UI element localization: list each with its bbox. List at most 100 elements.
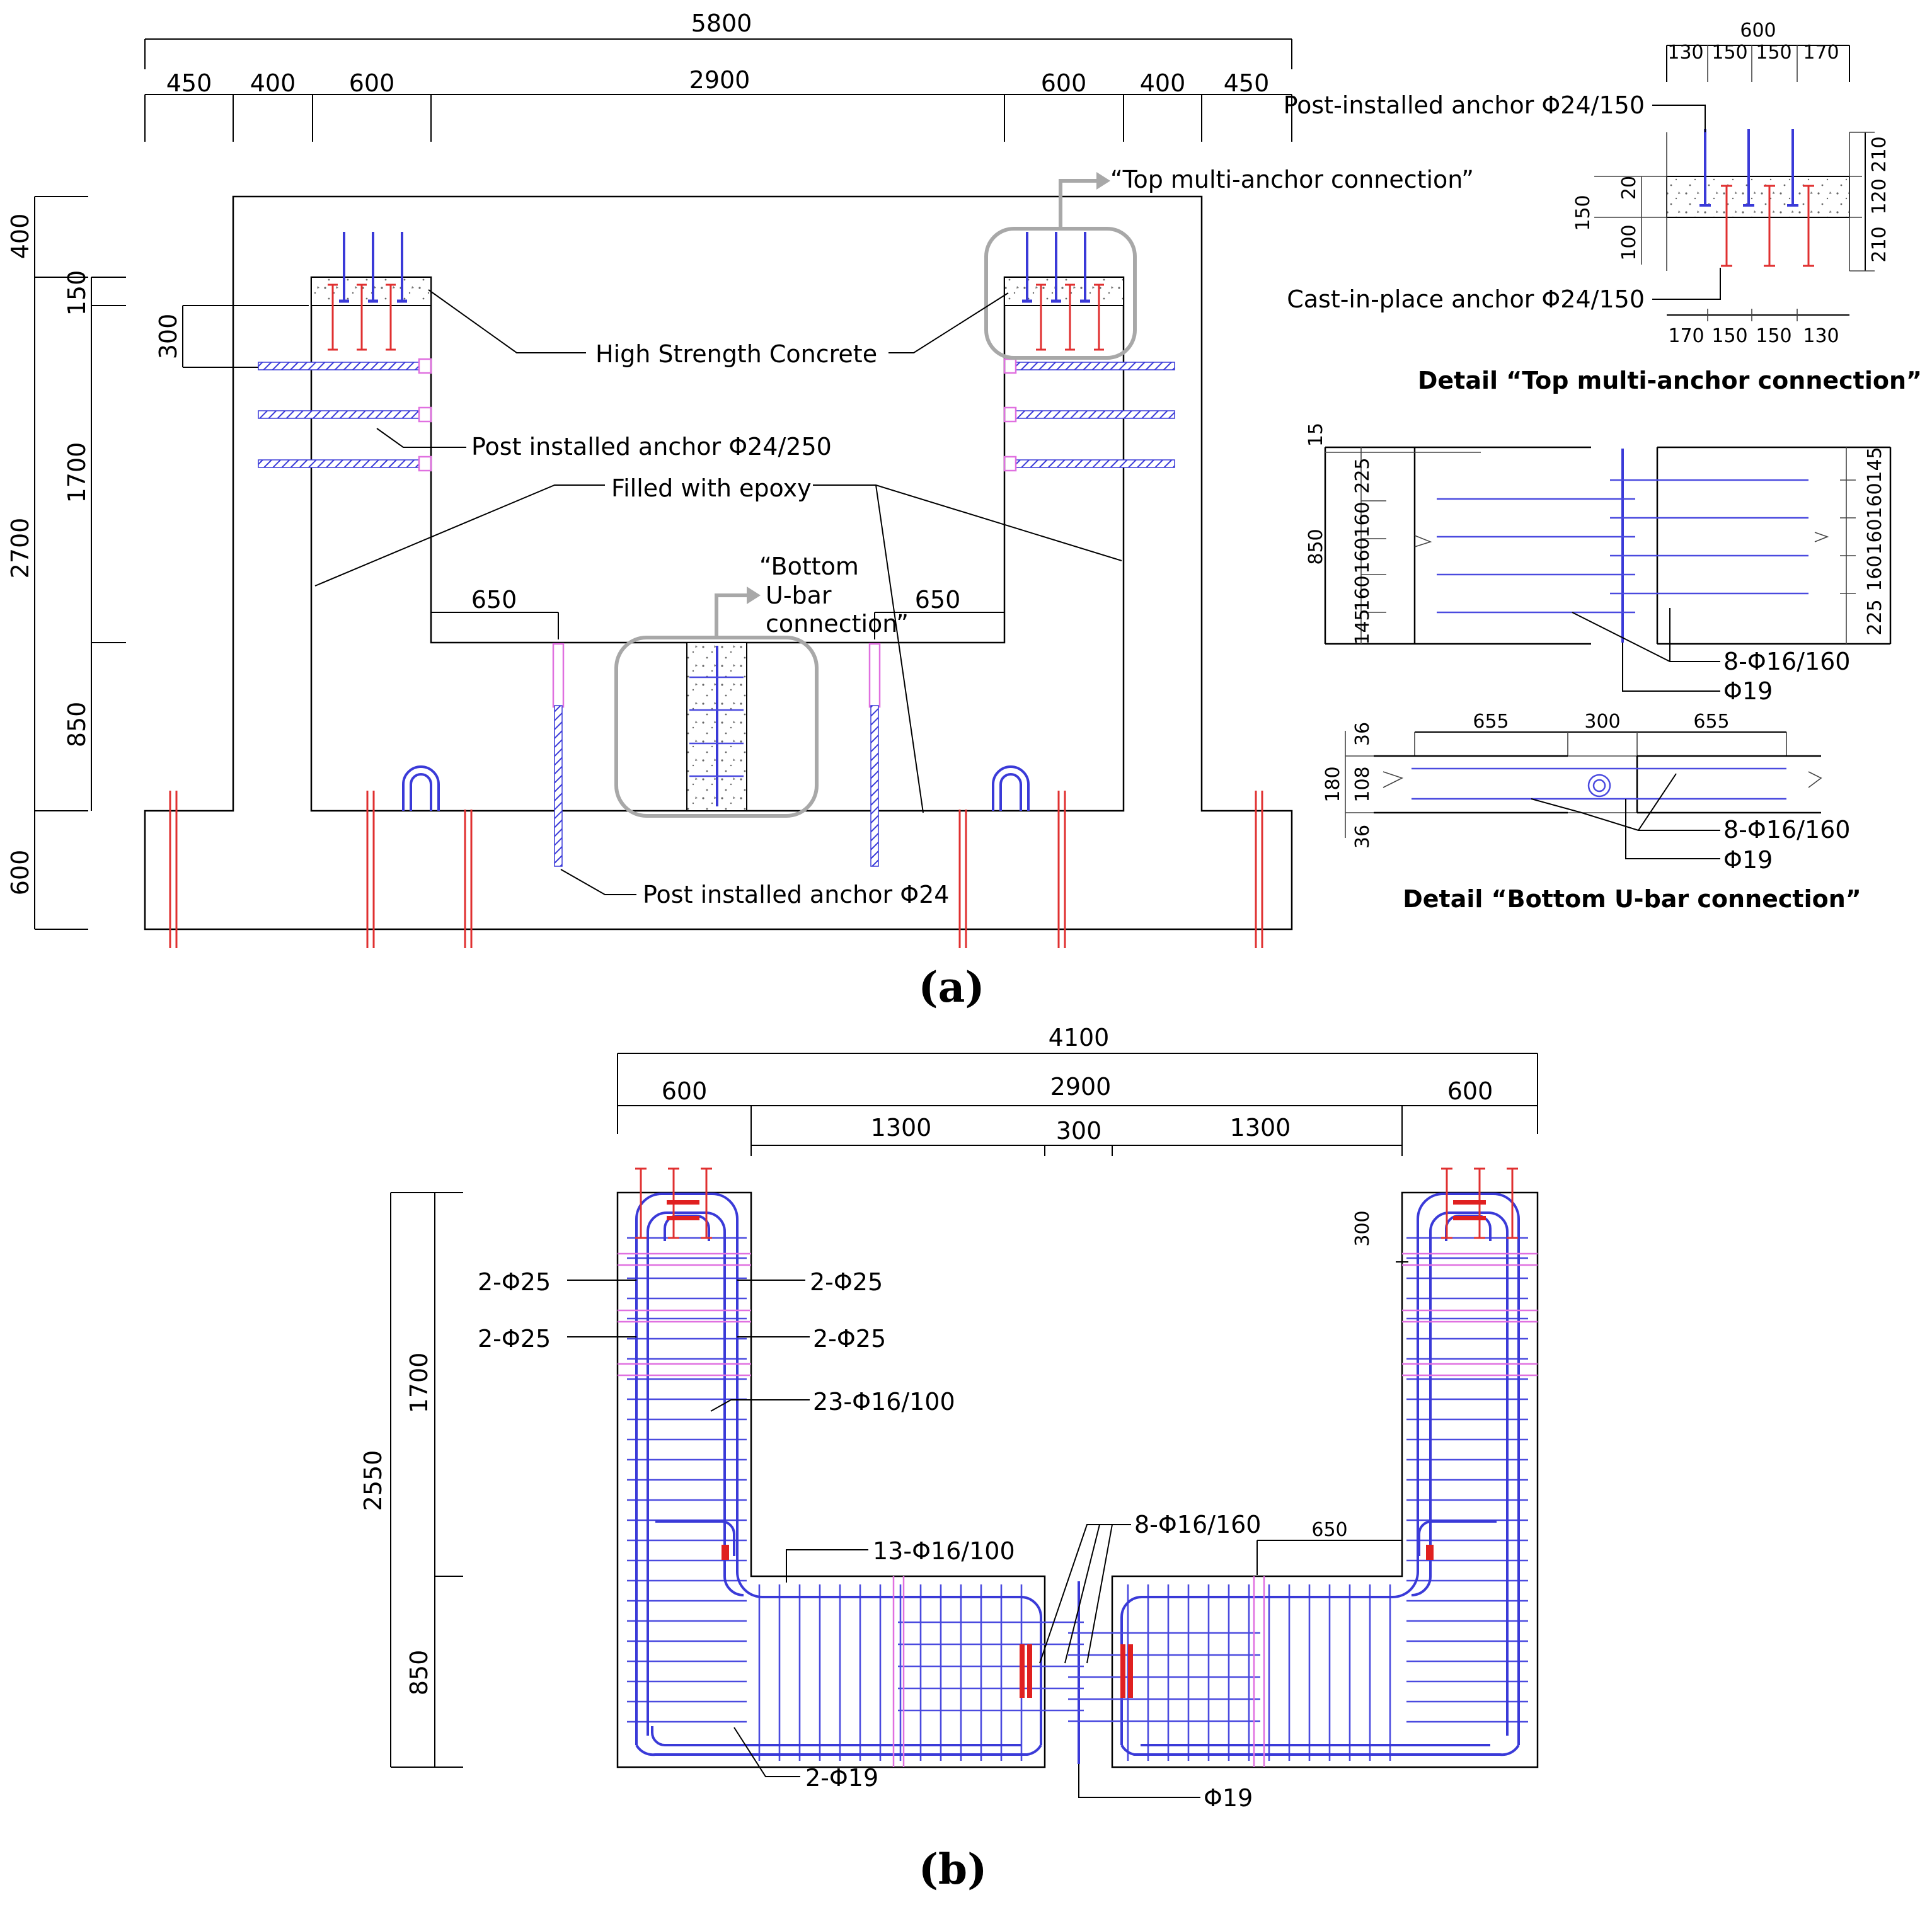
detail-bottom-d1: 655	[1473, 711, 1509, 733]
detail-bottom-180: 180	[1322, 766, 1344, 802]
detail-bottom-bar-label: 8-Φ16/160	[1723, 816, 1851, 844]
detail-top-title: Detail “Top multi-anchor connection”	[1418, 367, 1922, 394]
detail-bottom-l3: 36	[1352, 825, 1374, 849]
label-b-left-2phi25-a: 2-Φ25	[478, 1268, 551, 1296]
dim-b-650: 650	[1311, 1519, 1347, 1541]
label-post-installed-250: Post installed anchor Φ24/250	[471, 433, 832, 461]
dim-2700: 2700	[6, 518, 34, 579]
detail-side-l4: 160	[1352, 575, 1374, 611]
detail-top-b4: 130	[1803, 325, 1839, 347]
dim-400: 400	[6, 214, 34, 260]
dim-a-seg-4: 2900	[689, 66, 750, 94]
detail-top-600: 600	[1740, 20, 1776, 42]
detail-top-r1: 210	[1868, 136, 1890, 172]
dim-b-2550: 2550	[359, 1450, 387, 1511]
detail-top-multi-anchor: 600 130 150 150 170	[1284, 20, 1922, 394]
detail-top-r3: 210	[1868, 226, 1890, 262]
label-top-multi-anchor: “Top multi-anchor connection”	[1110, 166, 1474, 193]
detail-top-b1: 170	[1668, 325, 1704, 347]
detail-top-b2: 150	[1711, 325, 1747, 347]
panel-a-top-anchors	[328, 232, 1104, 351]
panel-a-horizontal-anchors	[258, 358, 1175, 472]
detail-side-phi-label: Φ19	[1723, 677, 1773, 705]
label-b-phi19: Φ19	[1204, 1784, 1253, 1812]
detail-bottom-title: Detail “Bottom U-bar connection”	[1403, 885, 1861, 913]
detail-side-l3: 160	[1352, 537, 1374, 573]
detail-side-view: 15 850 225 160 160 160 145 145 160 160 1…	[1305, 423, 1892, 705]
detail-side-r1: 145	[1864, 447, 1886, 483]
dim-650-right: 650	[915, 586, 961, 614]
label-b-right-2phi25-a: 2-Φ25	[810, 1268, 883, 1296]
label-b-ubar: 8-Φ16/160	[1134, 1511, 1262, 1538]
dim-a-seg-1: 450	[166, 69, 212, 97]
dim-a-seg-5: 600	[1041, 69, 1087, 97]
panel-a-leaders	[314, 289, 1122, 895]
detail-side-bar-label: 8-Φ16/160	[1723, 648, 1851, 675]
detail-side-15: 15	[1305, 423, 1327, 447]
dim-600: 600	[6, 850, 34, 896]
label-b-2phi19: 2-Φ19	[805, 1764, 878, 1792]
label-b-left-2phi25-b: 2-Φ25	[478, 1325, 551, 1353]
panel-b-leaders	[567, 1280, 1200, 1798]
detail-top-l2: 20	[1618, 176, 1640, 200]
dim-5800: 5800	[691, 9, 752, 37]
panel-b-top-dimensions: 4100 600 2900 600 1300 300 1300	[617, 1024, 1538, 1156]
dim-1700: 1700	[63, 442, 91, 503]
panel-a-bottom-connection	[402, 636, 1030, 867]
highlight-arrow-top	[1059, 179, 1096, 229]
dim-b-4100: 4100	[1049, 1024, 1110, 1051]
detail-bottom-phi-label: Φ19	[1723, 846, 1773, 874]
panel-b-outline	[616, 1191, 1539, 1768]
panel-a-inner-dims: 650 650	[431, 586, 1004, 639]
detail-side-l2: 160	[1352, 501, 1374, 537]
detail-bottom-d3: 655	[1693, 711, 1729, 733]
detail-top-d2: 150	[1711, 42, 1747, 64]
dim-b-1700: 1700	[405, 1353, 433, 1414]
detail-side-r4: 160	[1864, 555, 1886, 591]
label-bottom-ubar-1: “Bottom	[759, 553, 859, 580]
detail-top-b3: 150	[1756, 325, 1791, 347]
detail-side-r5: 225	[1864, 599, 1886, 635]
dim-a-seg-2: 400	[250, 69, 296, 97]
detail-bottom-l2: 108	[1352, 766, 1374, 802]
detail-top-d4: 170	[1803, 42, 1839, 64]
dim-300: 300	[154, 314, 182, 360]
dim-b-600-left: 600	[662, 1077, 708, 1105]
label-bottom-ubar-2: U-bar	[766, 581, 832, 609]
label-b-stirrups: 23-Φ16/100	[813, 1388, 955, 1416]
label-b-right-2phi25-b: 2-Φ25	[813, 1325, 886, 1353]
dim-b-300-right: 300	[1352, 1210, 1374, 1246]
caption-a: (a)	[918, 963, 984, 1012]
dim-a-seg-7: 450	[1224, 69, 1270, 97]
detail-top-d3: 150	[1756, 42, 1791, 64]
panel-a-top-dimensions: 5800 450 400 600 2900 600 400 450	[144, 9, 1292, 142]
detail-side-l1: 225	[1352, 457, 1374, 493]
dim-b-1300-left: 1300	[871, 1114, 932, 1142]
panel-b-left-dimensions: 2550 1700 850 300 650	[359, 1192, 1408, 1768]
dim-a-seg-6: 400	[1140, 69, 1186, 97]
label-post-installed-24: Post installed anchor Φ24	[643, 881, 949, 908]
label-post-installed-150: Post-installed anchor Φ24/150	[1284, 91, 1645, 119]
detail-top-l1: 150	[1572, 195, 1594, 231]
detail-top-d1: 130	[1667, 42, 1703, 64]
detail-side-850: 850	[1305, 529, 1327, 564]
dim-b-300: 300	[1056, 1117, 1102, 1145]
dim-150: 150	[63, 270, 91, 316]
detail-bottom-l1: 36	[1352, 722, 1374, 746]
dim-a-seg-3: 600	[349, 69, 395, 97]
detail-top-r2: 120	[1868, 178, 1890, 214]
detail-bottom-ubar: 655 300 655 180 36 108 36 8-Φ16/160 Φ19 …	[1322, 711, 1861, 913]
detail-bottom-d2: 300	[1584, 711, 1620, 733]
dim-b-600-right: 600	[1447, 1077, 1493, 1105]
detail-side-r3: 160	[1864, 518, 1886, 554]
detail-side-l5: 145	[1352, 609, 1374, 644]
label-bottom-ubar-3: connection”	[766, 610, 909, 638]
dim-b-850: 850	[405, 1650, 433, 1696]
label-high-strength-concrete: High Strength Concrete	[595, 340, 877, 368]
detail-top-l3: 100	[1618, 224, 1640, 260]
label-b-bottom-stirrups: 13-Φ16/100	[873, 1537, 1015, 1565]
label-filled-with-epoxy: Filled with epoxy	[611, 474, 812, 502]
label-cast-in-place-150: Cast-in-place anchor Φ24/150	[1287, 285, 1645, 313]
